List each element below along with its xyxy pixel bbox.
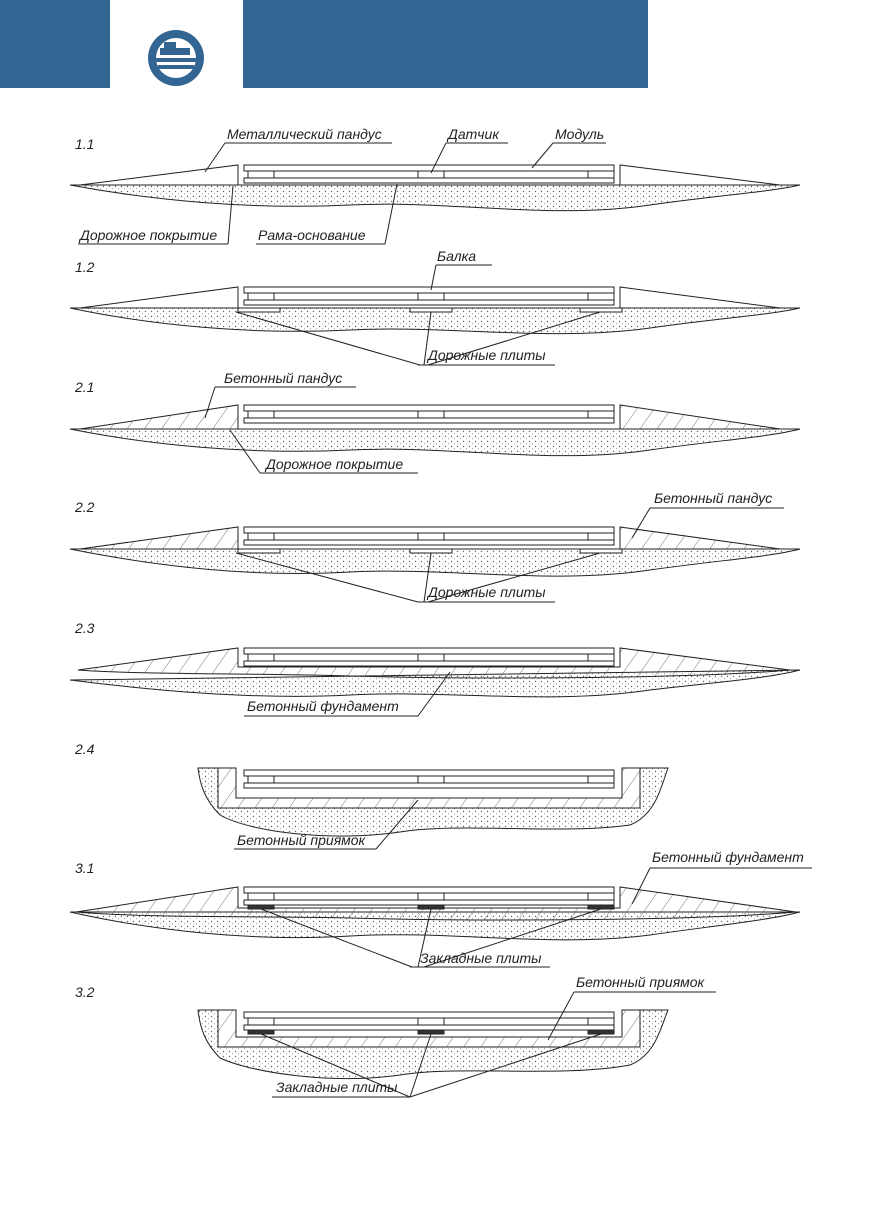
section-3-1: 3.1 Бетонный фундамент Закладные плиты <box>69 849 812 968</box>
label-embedded-plates: Закладные плиты <box>276 1079 398 1095</box>
header-band-left <box>0 0 110 88</box>
section-number: 2.2 <box>74 499 95 515</box>
section-number: 1.1 <box>75 136 94 152</box>
label-concrete-pit: Бетонный приямок <box>576 974 706 990</box>
label-concrete-ramp: Бетонный пандус <box>654 490 772 506</box>
section-number: 3.2 <box>75 984 95 1000</box>
label-base-frame: Рама-основание <box>258 227 366 243</box>
label-concrete-pit: Бетонный приямок <box>237 832 367 848</box>
label-road-surface: Дорожное покрытие <box>78 227 217 243</box>
label-concrete-ramp: Бетонный пандус <box>224 370 342 386</box>
label-road-plates: Дорожные плиты <box>426 347 546 363</box>
label-module: Модуль <box>555 126 604 142</box>
section-1-2: 1.2 Балка Дорожные плиты <box>69 248 801 366</box>
section-number: 3.1 <box>75 860 94 876</box>
label-road-plates: Дорожные плиты <box>426 584 546 600</box>
section-1-1: 1.1 Металлический пандус Датчик Модуль Д… <box>69 126 801 245</box>
section-2-3: 2.3 Бетонный фундамент <box>69 620 801 717</box>
section-2-2: 2.2 Бетонный пандус Дорожные плиты <box>69 490 801 603</box>
label-embedded-plates: Закладные плиты <box>420 950 542 966</box>
section-number: 1.2 <box>75 259 95 275</box>
scale-truck-logo-icon <box>148 30 204 86</box>
label-sensor: Датчик <box>446 126 500 142</box>
label-concrete-foundation: Бетонный фундамент <box>652 849 804 865</box>
logo <box>110 0 243 88</box>
label-concrete-foundation: Бетонный фундамент <box>247 698 399 714</box>
section-number: 2.3 <box>74 620 95 636</box>
label-beam: Балка <box>437 248 476 264</box>
label-road-surface: Дорожное покрытие <box>264 456 403 472</box>
label-metal-ramp: Металлический пандус <box>227 126 382 142</box>
section-2-4: 2.4 Бетонный приямок <box>74 741 669 850</box>
section-3-2: 3.2 Бетонный приямок Закладные плиты <box>75 974 716 1098</box>
section-number: 2.1 <box>74 379 94 395</box>
header-band-right <box>243 0 648 88</box>
section-2-1: 2.1 Бетонный пандус Дорожное покрытие <box>69 370 801 474</box>
section-number: 2.4 <box>74 741 95 757</box>
